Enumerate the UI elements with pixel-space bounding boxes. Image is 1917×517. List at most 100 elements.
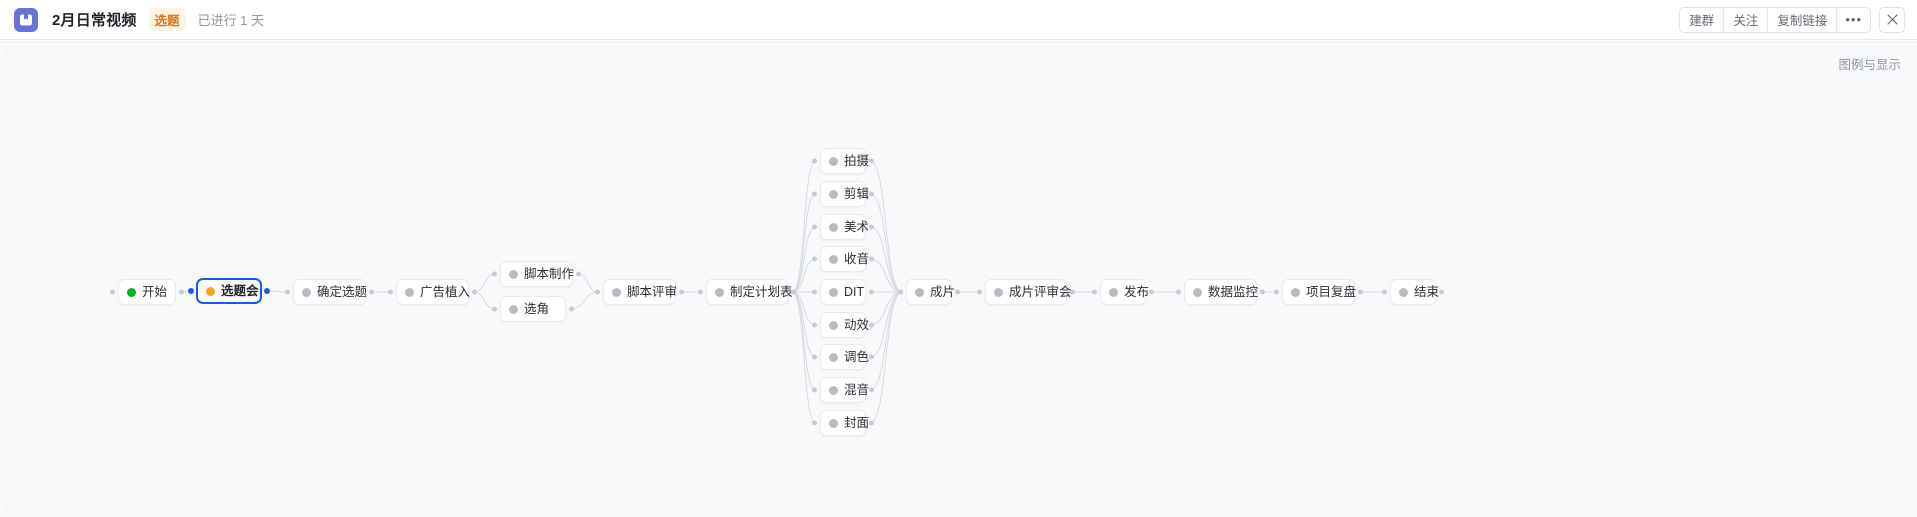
node-handle-right[interactable] <box>369 289 374 295</box>
flow-node-label: DIT <box>844 284 865 299</box>
flow-node-shoot[interactable]: 拍摄 <box>812 148 874 174</box>
node-handle-right[interactable] <box>1149 289 1154 295</box>
flow-node-retro[interactable]: 项目复盘 <box>1274 279 1363 305</box>
flow-canvas[interactable]: 图例与显示 开始 选题会 确定选题 广告植入 脚本制作选角 脚本评审 制定计划表 拍摄剪辑美术… <box>0 41 1917 517</box>
node-handle-right[interactable] <box>1260 289 1265 295</box>
legend-and-display-toggle[interactable]: 图例与显示 <box>1838 58 1901 72</box>
node-handle-left[interactable] <box>812 158 817 164</box>
flow-node-label: 发布 <box>1124 284 1150 299</box>
flow-node-casting[interactable]: 选角 <box>492 296 574 322</box>
node-handle-right[interactable] <box>869 420 874 426</box>
node-handle-left[interactable] <box>812 322 817 328</box>
node-handle-right[interactable] <box>679 289 684 295</box>
flow-node-review[interactable]: 脚本评审 <box>595 279 684 305</box>
node-handle-left[interactable] <box>812 354 817 360</box>
status-dot-icon <box>509 269 518 279</box>
node-handle-left[interactable] <box>698 289 703 295</box>
copy-link-button[interactable]: 复制链接 <box>1768 7 1838 32</box>
node-handle-left[interactable] <box>812 420 817 426</box>
node-handle-right[interactable] <box>472 289 477 295</box>
node-handle-left[interactable] <box>812 191 817 197</box>
node-handle-left[interactable] <box>812 289 817 295</box>
node-handle-right[interactable] <box>569 306 574 312</box>
node-handle-left[interactable] <box>812 224 817 230</box>
flow-node-monitor[interactable]: 数据监控 <box>1176 279 1265 305</box>
flow-node-publish[interactable]: 发布 <box>1092 279 1154 305</box>
elapsed-time-label: 已进行 1 天 <box>197 13 265 28</box>
flow-node-dit[interactable]: DIT <box>812 279 874 305</box>
flow-node-final-rev[interactable]: 成片评审会 <box>977 279 1075 305</box>
status-dot-icon <box>127 287 136 297</box>
flow-node-label: 数据监控 <box>1208 284 1259 299</box>
status-dot-icon <box>405 287 414 297</box>
node-handle-left[interactable] <box>492 306 497 312</box>
flow-node-ad-embed[interactable]: 广告植入 <box>388 279 477 305</box>
node-handle-left[interactable] <box>188 288 194 294</box>
flow-node-label: 结束 <box>1414 284 1440 299</box>
node-handle-right[interactable] <box>1358 289 1363 295</box>
node-handle-right[interactable] <box>869 387 874 393</box>
status-dot-icon <box>829 156 838 166</box>
node-handle-left[interactable] <box>1382 289 1387 295</box>
node-handle-left[interactable] <box>110 289 115 295</box>
node-handle-left[interactable] <box>977 289 982 295</box>
flow-node-cover[interactable]: 封面 <box>812 410 874 436</box>
flow-node-edit[interactable]: 剪辑 <box>812 181 874 207</box>
flow-node-final-cut[interactable]: 成片 <box>898 279 960 305</box>
node-handle-right[interactable] <box>869 256 874 262</box>
flow-node-grading[interactable]: 调色 <box>812 344 874 370</box>
node-handle-left[interactable] <box>285 289 290 295</box>
flow-node-label: 动效 <box>844 317 870 332</box>
node-handle-right[interactable] <box>791 289 796 295</box>
node-handle-right[interactable] <box>1070 289 1075 295</box>
flow-node-art[interactable]: 美术 <box>812 214 874 240</box>
node-handle-right[interactable] <box>869 289 874 295</box>
node-handle-right[interactable] <box>955 289 960 295</box>
flow-node-label: 选题会 <box>221 283 259 298</box>
node-handle-left[interactable] <box>388 289 393 295</box>
node-handle-left[interactable] <box>1092 289 1097 295</box>
flow-node-label: 脚本评审 <box>627 284 678 299</box>
flow-node-sound[interactable]: 收音 <box>812 246 874 272</box>
status-dot-icon <box>915 287 924 297</box>
flow-node-label: 广告植入 <box>420 284 471 299</box>
node-handle-right[interactable] <box>869 191 874 197</box>
create-group-button[interactable]: 建群 <box>1680 7 1725 32</box>
node-handle-left[interactable] <box>812 387 817 393</box>
node-handle-left[interactable] <box>595 289 600 295</box>
node-handle-right[interactable] <box>179 289 184 295</box>
flow-node-label: 脚本制作 <box>524 266 575 281</box>
flow-node-motion[interactable]: 动效 <box>812 312 874 338</box>
node-handle-right[interactable] <box>264 288 270 294</box>
status-dot-icon <box>829 320 838 330</box>
flow-node-end[interactable]: 结束 <box>1382 279 1444 305</box>
node-handle-left[interactable] <box>812 256 817 262</box>
flow-node-label: 美术 <box>844 219 870 234</box>
status-dot-icon <box>206 286 215 296</box>
flow-node-script[interactable]: 脚本制作 <box>492 261 581 287</box>
node-handle-right[interactable] <box>869 354 874 360</box>
node-handle-left[interactable] <box>492 271 497 277</box>
node-handle-right[interactable] <box>869 224 874 230</box>
flow-node-topic-mtg[interactable]: 选题会 <box>188 278 270 304</box>
stage-badge: 选题 <box>148 8 186 31</box>
flow-node-label: 调色 <box>844 349 870 364</box>
status-dot-icon <box>1193 287 1202 297</box>
flow-node-start[interactable]: 开始 <box>110 279 184 305</box>
node-handle-right[interactable] <box>1439 289 1444 295</box>
status-dot-icon <box>829 189 838 199</box>
flow-node-schedule[interactable]: 制定计划表 <box>698 279 796 305</box>
node-handle-right[interactable] <box>869 158 874 164</box>
follow-button[interactable]: 关注 <box>1724 7 1769 32</box>
more-options-icon[interactable]: ••• <box>1837 7 1870 32</box>
node-handle-left[interactable] <box>1274 289 1279 295</box>
flow-node-confirm[interactable]: 确定选题 <box>285 279 374 305</box>
node-handle-right[interactable] <box>576 271 581 277</box>
node-handle-right[interactable] <box>869 322 874 328</box>
node-handle-left[interactable] <box>1176 289 1181 295</box>
node-handle-left[interactable] <box>898 289 903 295</box>
close-icon[interactable] <box>1879 6 1905 33</box>
flow-node-label: 成片评审会 <box>1009 284 1072 299</box>
flow-node-mixing[interactable]: 混音 <box>812 377 874 403</box>
flow-node-label: 项目复盘 <box>1306 284 1357 299</box>
